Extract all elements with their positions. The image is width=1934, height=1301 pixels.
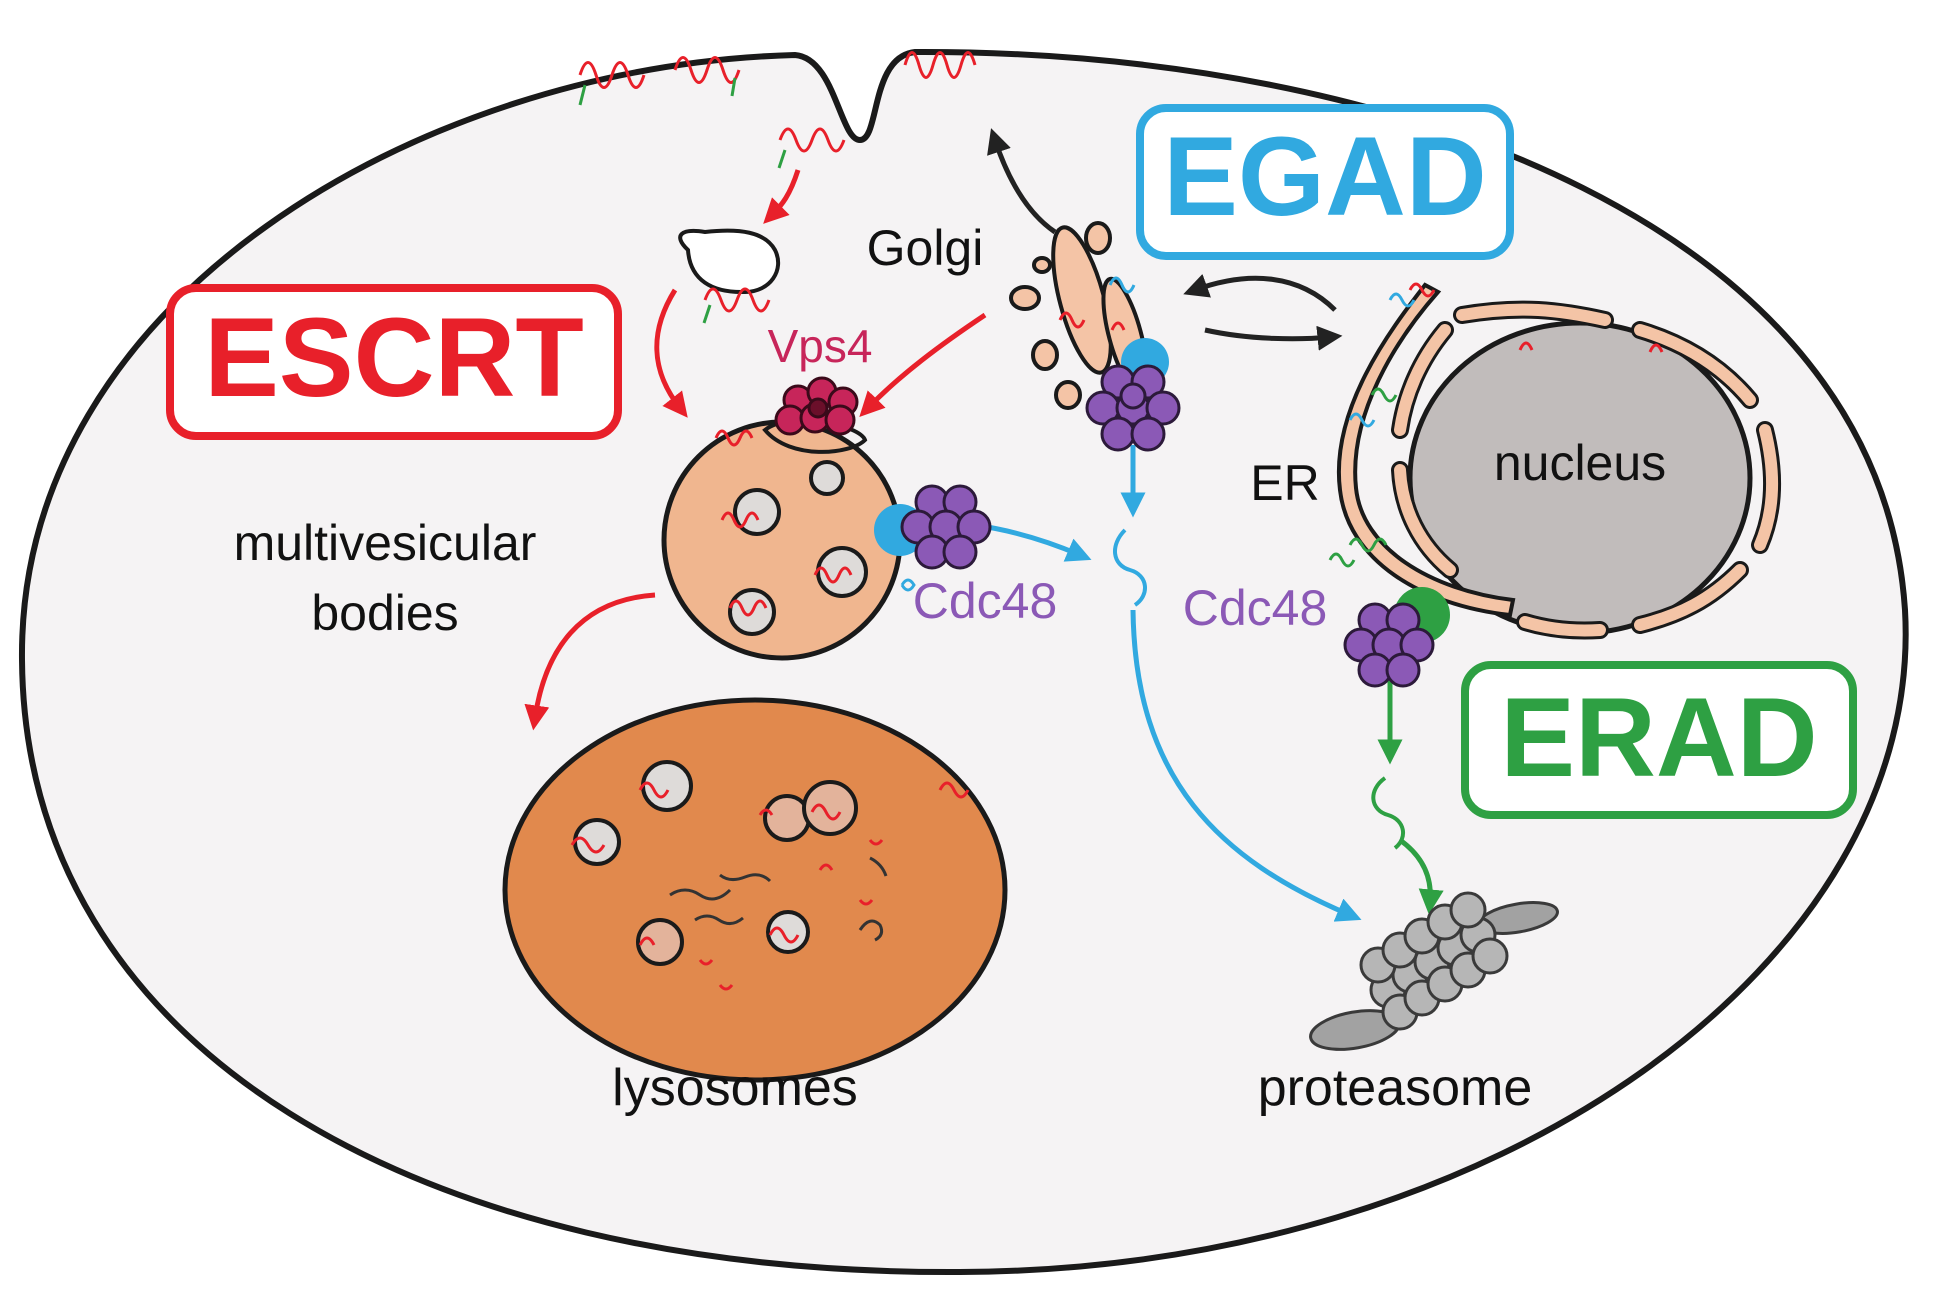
erad-box <box>1461 661 1857 819</box>
erad-label: ERAD <box>1500 675 1817 800</box>
membrane-cargo <box>578 51 977 153</box>
golgi <box>1009 221 1149 410</box>
vesicle-cargo-tail <box>702 304 712 324</box>
arrow-golgi-to-membrane <box>987 128 1057 235</box>
cdc48-hexamer-er <box>1343 602 1435 688</box>
lysosome <box>502 697 1008 1083</box>
lysosome-vesicles <box>573 760 858 966</box>
er-membrane-outer <box>1336 282 1516 618</box>
egad-substrate <box>1113 528 1147 607</box>
lysosomes-label: lysosomes <box>612 1059 858 1117</box>
mvb-cargo <box>714 429 853 617</box>
arrow-endocytosis <box>763 169 801 224</box>
arrow-erad-to-proteasome <box>1398 837 1444 915</box>
proteasome-label: proteasome <box>1258 1059 1533 1117</box>
nucleus-label: nucleus <box>1494 435 1666 491</box>
vps4-complex <box>774 376 859 436</box>
er-cargo <box>1328 282 1664 568</box>
erad-substrate <box>1371 776 1405 850</box>
egad-label: EGAD <box>1163 114 1487 239</box>
proteasome <box>1309 891 1559 1051</box>
arrow-golgi-to-er <box>1204 325 1343 351</box>
arrow-er-to-golgi <box>1183 273 1337 312</box>
golgi-label: Golgi <box>867 220 984 276</box>
mvb-label-line1: multivesicular <box>234 515 537 571</box>
arrow-egad-to-proteasome <box>1130 609 1362 922</box>
lysosome-fragments <box>570 781 970 991</box>
arrow-golgi-to-mvb <box>859 312 987 417</box>
er-label: ER <box>1250 455 1319 511</box>
cdc48-hexamer-mvb <box>900 484 992 570</box>
vesicle-cargo <box>703 287 771 313</box>
mvb-label-line2: bodies <box>311 585 458 641</box>
arrow-vesicle-to-mvb <box>654 288 688 418</box>
cdc48-label-mvb: Cdc48 <box>913 573 1058 629</box>
escrt-box <box>166 284 622 440</box>
er-membrane-segments <box>1391 300 1781 640</box>
vps4-label: Vps4 <box>768 320 873 372</box>
endocytic-vesicle <box>678 228 781 295</box>
golgi-cargo <box>1058 276 1136 331</box>
mvb-blue-tag <box>900 578 916 592</box>
lysosome-peptides <box>669 856 888 942</box>
escrt-label: ESCRT <box>204 295 584 420</box>
cdc48-hexamer-golgi <box>1085 364 1181 452</box>
cdc48-label-er: Cdc48 <box>1183 580 1328 636</box>
membrane-cargo-tails <box>578 77 787 169</box>
multivesicular-body <box>661 419 903 661</box>
egad-box <box>1136 104 1514 260</box>
arrow-mvb-to-lysosome <box>524 592 656 731</box>
